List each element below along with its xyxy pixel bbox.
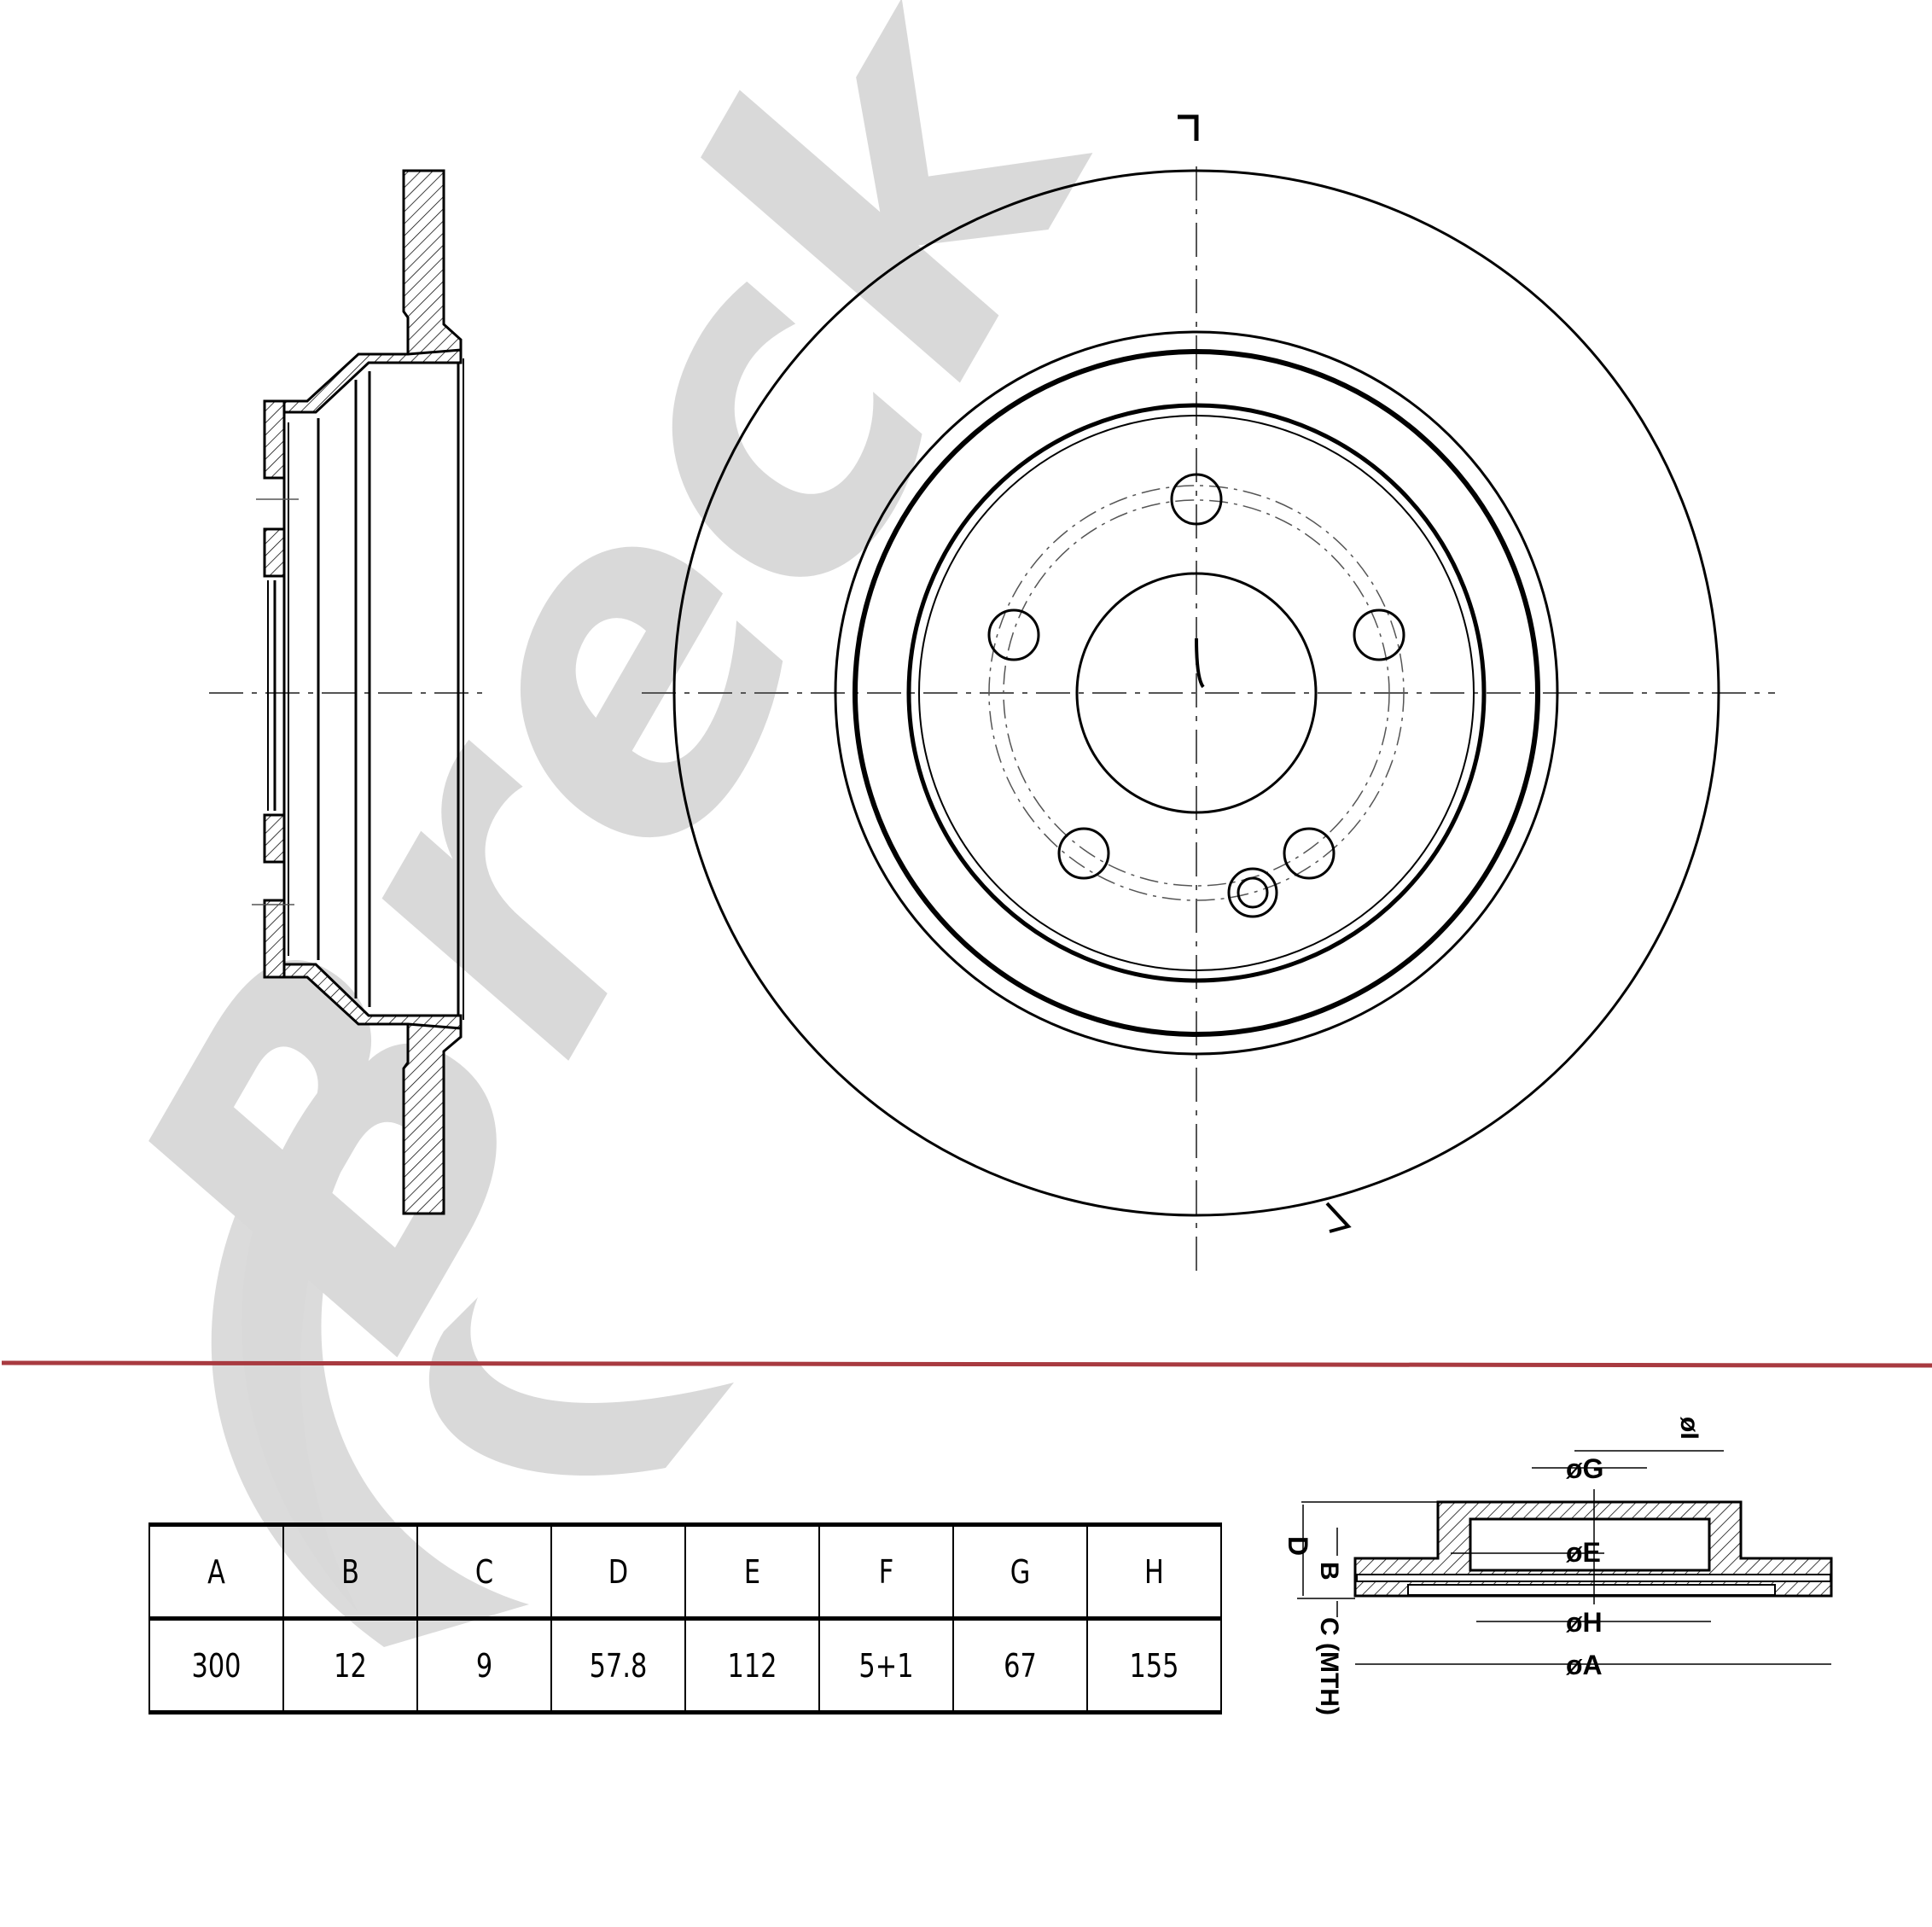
separator-line: [1, 1360, 1932, 1368]
svg-text:D: D: [1283, 1536, 1313, 1556]
brand-watermark: Breck: [36, 0, 1204, 1647]
dimension-table: A B C D E F G H 300 12 9 57.8 112 5+1 67…: [148, 1522, 1222, 1715]
value-cell-h: 155: [1099, 1617, 1209, 1714]
value-cell-a: 300: [161, 1617, 271, 1714]
svg-text:øA: øA: [1566, 1650, 1603, 1680]
section-view: [209, 169, 486, 1215]
table-header-row: A B C D E F G H: [149, 1523, 1221, 1621]
svg-text:øG: øG: [1566, 1453, 1603, 1484]
svg-text:øH: øH: [1566, 1607, 1603, 1638]
header-cell-d: D: [563, 1523, 673, 1621]
table-value-row: 300 12 9 57.8 112 5+1 67 155: [149, 1617, 1221, 1714]
svg-text:B: B: [1315, 1562, 1343, 1581]
value-cell-e: 112: [697, 1617, 807, 1714]
locating-hole: [1227, 867, 1278, 918]
svg-text:Breck: Breck: [36, 0, 1204, 1418]
header-cell-f: F: [831, 1523, 941, 1621]
value-cell-c: 9: [429, 1617, 539, 1714]
value-cell-f: 5+1: [831, 1617, 941, 1714]
stud-holes: [987, 473, 1405, 880]
front-view: [642, 114, 1775, 1272]
header-cell-h: H: [1099, 1523, 1209, 1621]
legend-diagram: F(x) øG øE øH øA D B C (MTH) øI: [1283, 1417, 1833, 1715]
value-cell-d: 57.8: [563, 1617, 673, 1714]
header-cell-c: C: [429, 1523, 539, 1621]
header-cell-e: E: [697, 1523, 807, 1621]
value-cell-g: 67: [965, 1617, 1075, 1714]
header-cell-a: A: [161, 1523, 271, 1621]
value-cell-b: 12: [295, 1617, 405, 1714]
svg-text:øI: øI: [1675, 1417, 1703, 1440]
svg-text:øE: øE: [1566, 1537, 1601, 1568]
header-cell-g: G: [965, 1523, 1075, 1621]
header-cell-b: B: [295, 1523, 405, 1621]
svg-text:C (MTH): C (MTH): [1315, 1617, 1343, 1715]
